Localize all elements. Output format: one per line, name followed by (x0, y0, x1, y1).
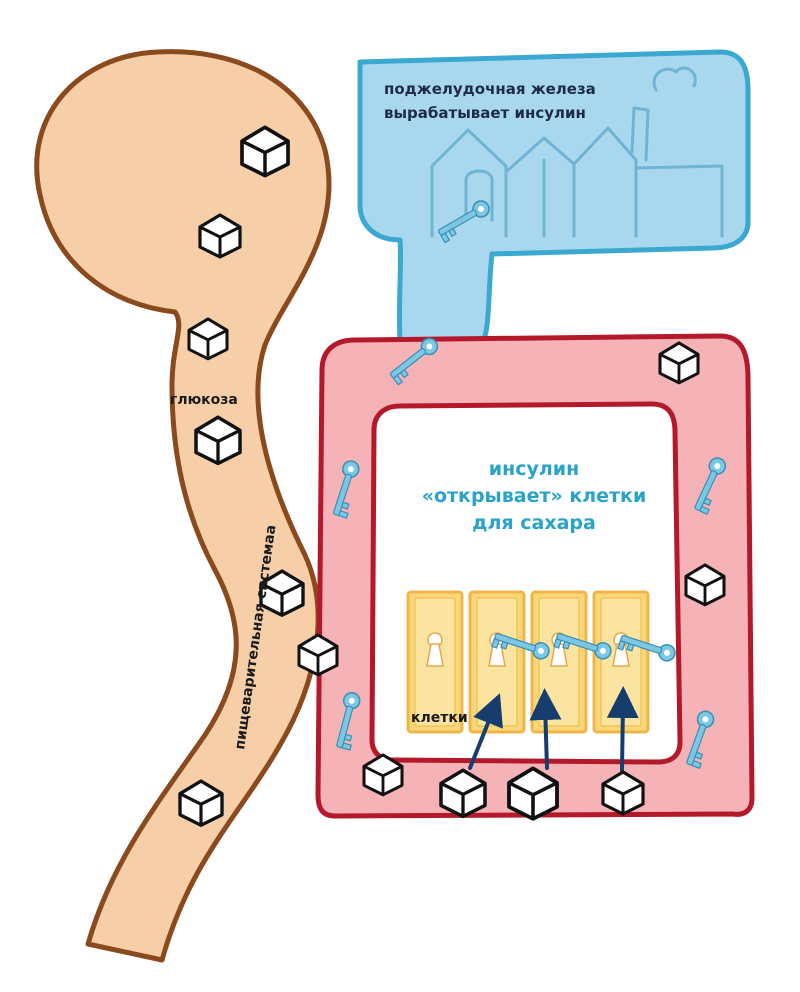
pancreas-label-line1: поджелудочная железа (384, 80, 596, 98)
arrow-icon (468, 693, 503, 770)
factory-icon (430, 66, 724, 238)
cell-panel (530, 590, 588, 734)
cells-label: клетки (411, 710, 468, 726)
insulin-label-line1: инсулин (489, 458, 579, 480)
insulin-label-line2: «открывает» клетки (422, 485, 647, 507)
pancreas-label-line2: вырабатывает инсулин (384, 104, 586, 122)
glucose-label: глюкоза (170, 392, 238, 408)
arrow-icon (529, 688, 562, 770)
digestive-system-shape (34, 49, 332, 963)
arrow-icon (606, 686, 639, 772)
pancreas-shape (357, 49, 751, 343)
insulin-label-line3: для сахара (472, 512, 596, 534)
cell-panel (468, 590, 526, 734)
